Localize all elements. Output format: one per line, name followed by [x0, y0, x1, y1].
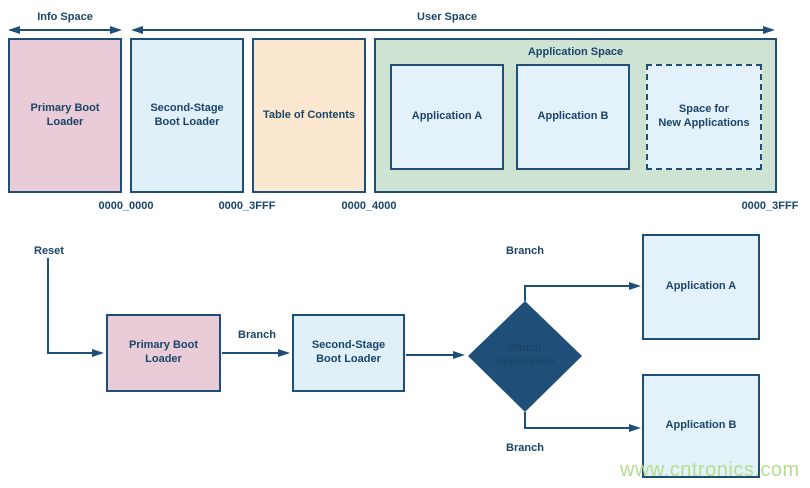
- region-second-stage-boot-loader: Second-Stage Boot Loader: [130, 38, 244, 193]
- flow-primary-boot-loader: Primary Boot Loader: [106, 314, 221, 392]
- branch-connector-top: [524, 282, 641, 301]
- application-b-region-label: Application B: [537, 110, 609, 123]
- flow-application-a-label: Application A: [665, 280, 737, 293]
- address-0000-0000: 0000_0000: [98, 200, 154, 212]
- address-0000-3fff: 0000_3FFF: [218, 200, 276, 212]
- space-for-new-applications-region: Space for New Applications: [646, 64, 762, 170]
- user-space-label: User Space: [417, 11, 477, 23]
- address-end-0000-3fff: 0000_3FFF: [741, 200, 799, 212]
- application-b-region: Application B: [516, 64, 630, 170]
- space-for-new-applications-label: Space for New Applications: [658, 103, 750, 129]
- branch-connector-2: [406, 351, 465, 359]
- branch-connector-bottom: [524, 412, 641, 432]
- flow-application-b: Application B: [642, 374, 760, 478]
- branch-label-bottom: Branch: [506, 442, 544, 454]
- application-a-region-label: Application A: [411, 110, 483, 123]
- application-space-title: Application Space: [527, 46, 624, 58]
- flow-second-stage-boot-loader: Second-Stage Boot Loader: [292, 314, 405, 392]
- info-space-label: Info Space: [37, 11, 93, 23]
- flow-application-b-label: Application B: [665, 419, 737, 432]
- region-table-of-contents-label: Table of Contents: [262, 108, 356, 121]
- flow-primary-boot-loader-label: Primary Boot Loader: [128, 339, 199, 365]
- decision-label: Which Application: [495, 342, 555, 368]
- region-table-of-contents: Table of Contents: [252, 38, 366, 193]
- region-primary-boot-loader: Primary Boot Loader: [8, 38, 122, 193]
- user-space-arrow: [131, 26, 775, 34]
- address-0000-4000: 0000_4000: [341, 200, 397, 212]
- branch-label-1: Branch: [238, 329, 276, 341]
- flow-application-a: Application A: [642, 234, 760, 340]
- info-space-arrow: [8, 26, 122, 34]
- application-a-region: Application A: [390, 64, 504, 170]
- region-second-stage-boot-loader-label: Second-Stage Boot Loader: [150, 101, 224, 128]
- branch-connector-1: [222, 349, 290, 357]
- watermark-text: www.cntronics.com: [620, 459, 800, 481]
- branch-label-top: Branch: [506, 245, 544, 257]
- reset-connector: [47, 258, 104, 357]
- flow-second-stage-boot-loader-label: Second-Stage Boot Loader: [311, 339, 386, 365]
- region-primary-boot-loader-label: Primary Boot Loader: [30, 101, 100, 128]
- reset-label: Reset: [34, 245, 64, 257]
